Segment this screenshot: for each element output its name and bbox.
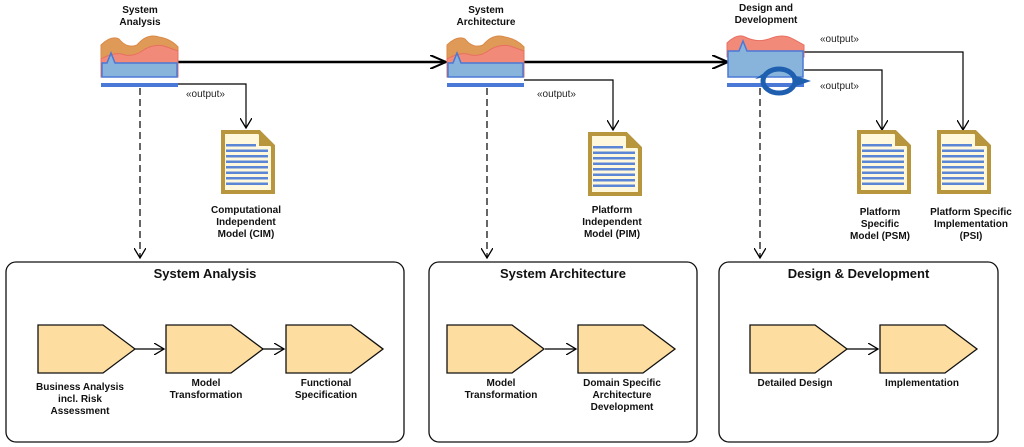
doc-text-line	[226, 144, 256, 147]
activity-node[interactable]	[446, 324, 546, 374]
doc-text-line	[593, 157, 635, 160]
process-icon-system-analysis[interactable]	[100, 35, 179, 87]
doc-text-line	[862, 149, 904, 152]
doc-text-line	[942, 155, 984, 158]
doc-text-line	[226, 177, 268, 180]
doc-text-line	[593, 184, 635, 187]
doc-text-line	[942, 177, 984, 180]
package-system-analysis[interactable]	[5, 261, 405, 443]
doc-text-line	[593, 146, 623, 149]
doc-text-line	[862, 144, 892, 147]
artifact-label-psi: Platform Specific Implementation (PSI)	[930, 207, 1012, 242]
doc-text-line	[942, 160, 984, 163]
doc-text-line	[862, 182, 904, 185]
doc-text-line	[593, 151, 635, 154]
doc-text-line	[226, 182, 268, 185]
doc-text-line	[593, 168, 635, 171]
doc-text-line	[226, 171, 268, 174]
activity-label: Detailed Design	[757, 378, 833, 389]
activity-label: Domain Specific Architecture Development	[583, 378, 661, 413]
activity-node[interactable]	[285, 324, 385, 374]
process-icon-system-architecture[interactable]	[446, 35, 525, 87]
doc-text-line	[862, 160, 904, 163]
doc-text-line	[226, 155, 268, 158]
artifact-label-pim: Platform Independent Model (PIM)	[582, 205, 642, 240]
doc-text-line	[226, 160, 268, 163]
activity-node[interactable]	[879, 324, 979, 374]
activity-node[interactable]	[577, 324, 677, 374]
activity-node[interactable]	[165, 324, 265, 374]
package-title-system-analysis: System Analysis	[153, 266, 257, 281]
doc-text-line	[593, 179, 635, 182]
process-icon-design-development[interactable]	[726, 35, 811, 96]
artifact-label-cim: Computational Independent Model (CIM)	[211, 205, 281, 240]
stereotype-output-pim: «output»	[537, 89, 576, 100]
doc-text-line	[942, 182, 984, 185]
activity-label: Model Transformation	[169, 378, 243, 401]
artifact-doc-cim[interactable]	[221, 130, 275, 194]
activity-node[interactable]	[37, 324, 137, 374]
phase-label-system-architecture: System Architecture	[456, 5, 516, 28]
doc-text-line	[593, 162, 635, 165]
artifact-label-psm: Platform Specific Model (PSM)	[850, 207, 910, 242]
phase-label-system-analysis: System Analysis	[119, 5, 161, 28]
activity-label: Model Transformation	[464, 378, 538, 401]
package-design-development[interactable]	[718, 261, 999, 443]
phase-label-design-development: Design and Development	[734, 3, 798, 26]
output-connector-psi	[804, 51, 963, 130]
doc-text-line	[862, 155, 904, 158]
artifact-doc-psi[interactable]	[937, 130, 991, 194]
doc-text-line	[862, 177, 904, 180]
output-connector-cim	[178, 83, 246, 128]
doc-text-line	[942, 166, 984, 169]
package-title-design-development: Design & Development	[787, 266, 930, 281]
stereotype-output-psi: «output»	[820, 34, 859, 45]
doc-text-line	[942, 149, 984, 152]
artifact-doc-psm[interactable]	[857, 130, 911, 194]
output-connector-psm	[804, 69, 882, 130]
iteration-loop-icon	[755, 66, 811, 96]
artifact-doc-pim[interactable]	[588, 132, 642, 196]
activity-label: Functional Specification	[294, 378, 358, 401]
activity-label: Business Analysis incl. Risk Assessment	[35, 382, 124, 417]
doc-text-line	[942, 144, 972, 147]
doc-text-line	[862, 166, 904, 169]
stereotype-output-psm: «output»	[820, 81, 859, 92]
stereotype-output-cim: «output»	[186, 89, 225, 100]
activity-node[interactable]	[749, 324, 849, 374]
doc-text-line	[226, 166, 268, 169]
output-connector-pim	[524, 79, 613, 130]
activity-label: Implementation	[885, 378, 959, 389]
package-system-architecture[interactable]	[428, 261, 698, 443]
doc-text-line	[942, 171, 984, 174]
doc-text-line	[226, 149, 268, 152]
doc-text-line	[593, 173, 635, 176]
package-title-system-architecture: System Architecture	[500, 266, 626, 281]
doc-text-line	[862, 171, 904, 174]
